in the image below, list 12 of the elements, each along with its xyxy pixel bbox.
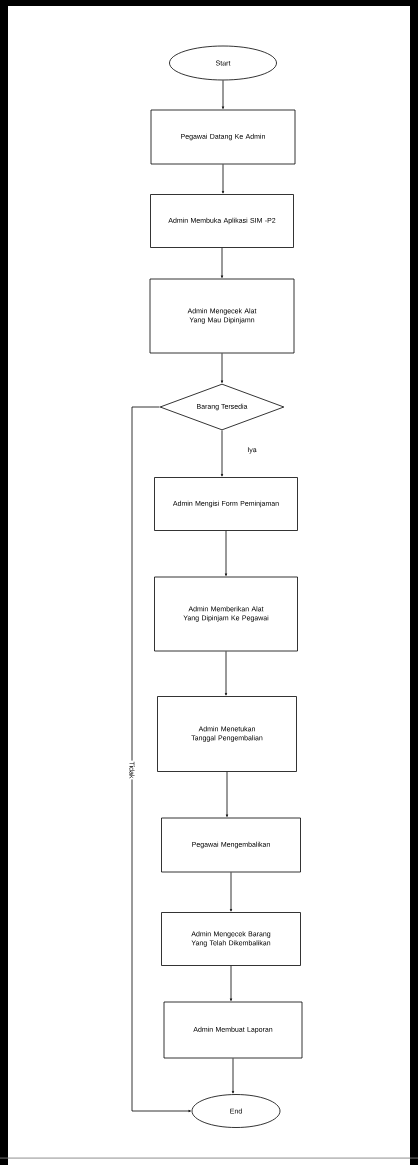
arrow bbox=[224, 530, 228, 576]
arrow bbox=[231, 1058, 235, 1094]
arrow bbox=[220, 430, 224, 477]
arrow bbox=[131, 406, 191, 1113]
arrow bbox=[221, 80, 225, 109]
arrow bbox=[220, 353, 224, 383]
arrow bbox=[229, 965, 233, 1001]
arrow bbox=[221, 164, 225, 194]
arrow bbox=[224, 651, 228, 696]
arrow bbox=[225, 771, 229, 817]
arrow bbox=[220, 247, 224, 278]
arrow bbox=[229, 872, 233, 912]
